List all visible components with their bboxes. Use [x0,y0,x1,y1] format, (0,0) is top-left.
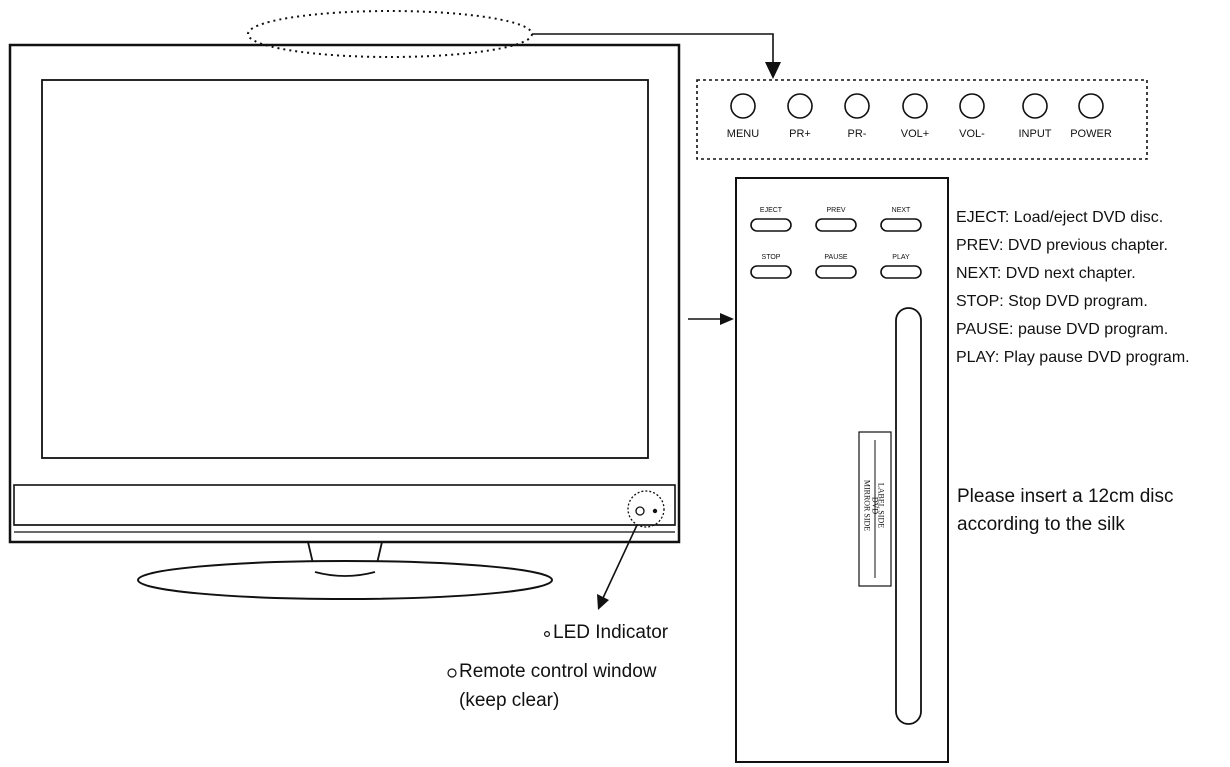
top-panel-knobs [730,93,1104,119]
pr-minus-knob [844,93,870,119]
vol-plus-label: VOL+ [900,128,930,140]
tv-screen [41,79,649,459]
top-callout-arrowhead [765,62,781,79]
prev-label: PREV [826,207,846,214]
next-button-shape [880,218,922,232]
desc-next: NEXT: DVD next chapter. [956,265,1136,282]
silk-dvd: DVD [870,496,880,515]
play-button-shape [880,265,922,279]
desc-stop: STOP: Stop DVD program. [956,293,1148,310]
side-arrowhead [720,313,734,325]
tv-bottom-bar [13,484,676,526]
power-knob [1078,93,1104,119]
remote-window-label: Remote control window [459,661,657,682]
tv-bezel [8,43,681,544]
vol-minus-knob [959,93,985,119]
desc-pause: PAUSE: pause DVD program. [956,321,1169,338]
vol-minus-label: VOL- [959,128,985,140]
remote-window-marker [635,506,645,516]
led-arrowhead [597,594,609,610]
remote-legend-circle [447,668,457,678]
pr-plus-label: PR+ [789,128,811,140]
tv-stand-base [137,560,553,600]
top-callout-arrow-line [532,33,774,64]
dvd-side-panel [735,177,949,763]
led-callout-ring [627,490,665,528]
dvd-buttons [750,218,922,279]
eject-button-shape [750,218,792,232]
pr-minus-label: PR- [847,128,867,140]
disc-slot [895,307,922,725]
power-label: POWER [1070,128,1112,140]
desc-eject: EJECT: Load/eject DVD disc. [956,209,1164,226]
disc-note-line1: Please insert a 12cm disc [957,486,1174,507]
play-label: PLAY [892,254,910,261]
silk-mirror-side: MIRROR SIDE [862,479,872,532]
stop-label: STOP [761,254,781,261]
desc-play: PLAY: Play pause DVD program. [956,349,1190,366]
input-label: INPUT [1018,128,1052,140]
menu-label: MENU [726,128,760,140]
top-control-callout [247,10,533,58]
disc-note-line2: according to the silk [957,514,1125,535]
next-label: NEXT [891,207,911,214]
tv-set [8,43,681,600]
menu-knob [730,93,756,119]
led-marker [652,508,658,514]
stop-button-shape [750,265,792,279]
pr-plus-knob [787,93,813,119]
pause-label: PAUSE [824,254,848,261]
eject-label: EJECT [759,207,783,214]
silk-label-box [858,431,892,587]
desc-prev: PREV: DVD previous chapter. [956,237,1168,254]
led-indicator-label: LED Indicator [553,622,669,643]
vol-plus-knob [902,93,928,119]
top-control-panel [696,79,1148,160]
input-knob [1022,93,1048,119]
pause-button-shape [815,265,857,279]
keep-clear-label: (keep clear) [459,690,560,711]
prev-button-shape [815,218,857,232]
led-arrow-line [602,524,638,599]
led-legend-dot [543,630,550,637]
